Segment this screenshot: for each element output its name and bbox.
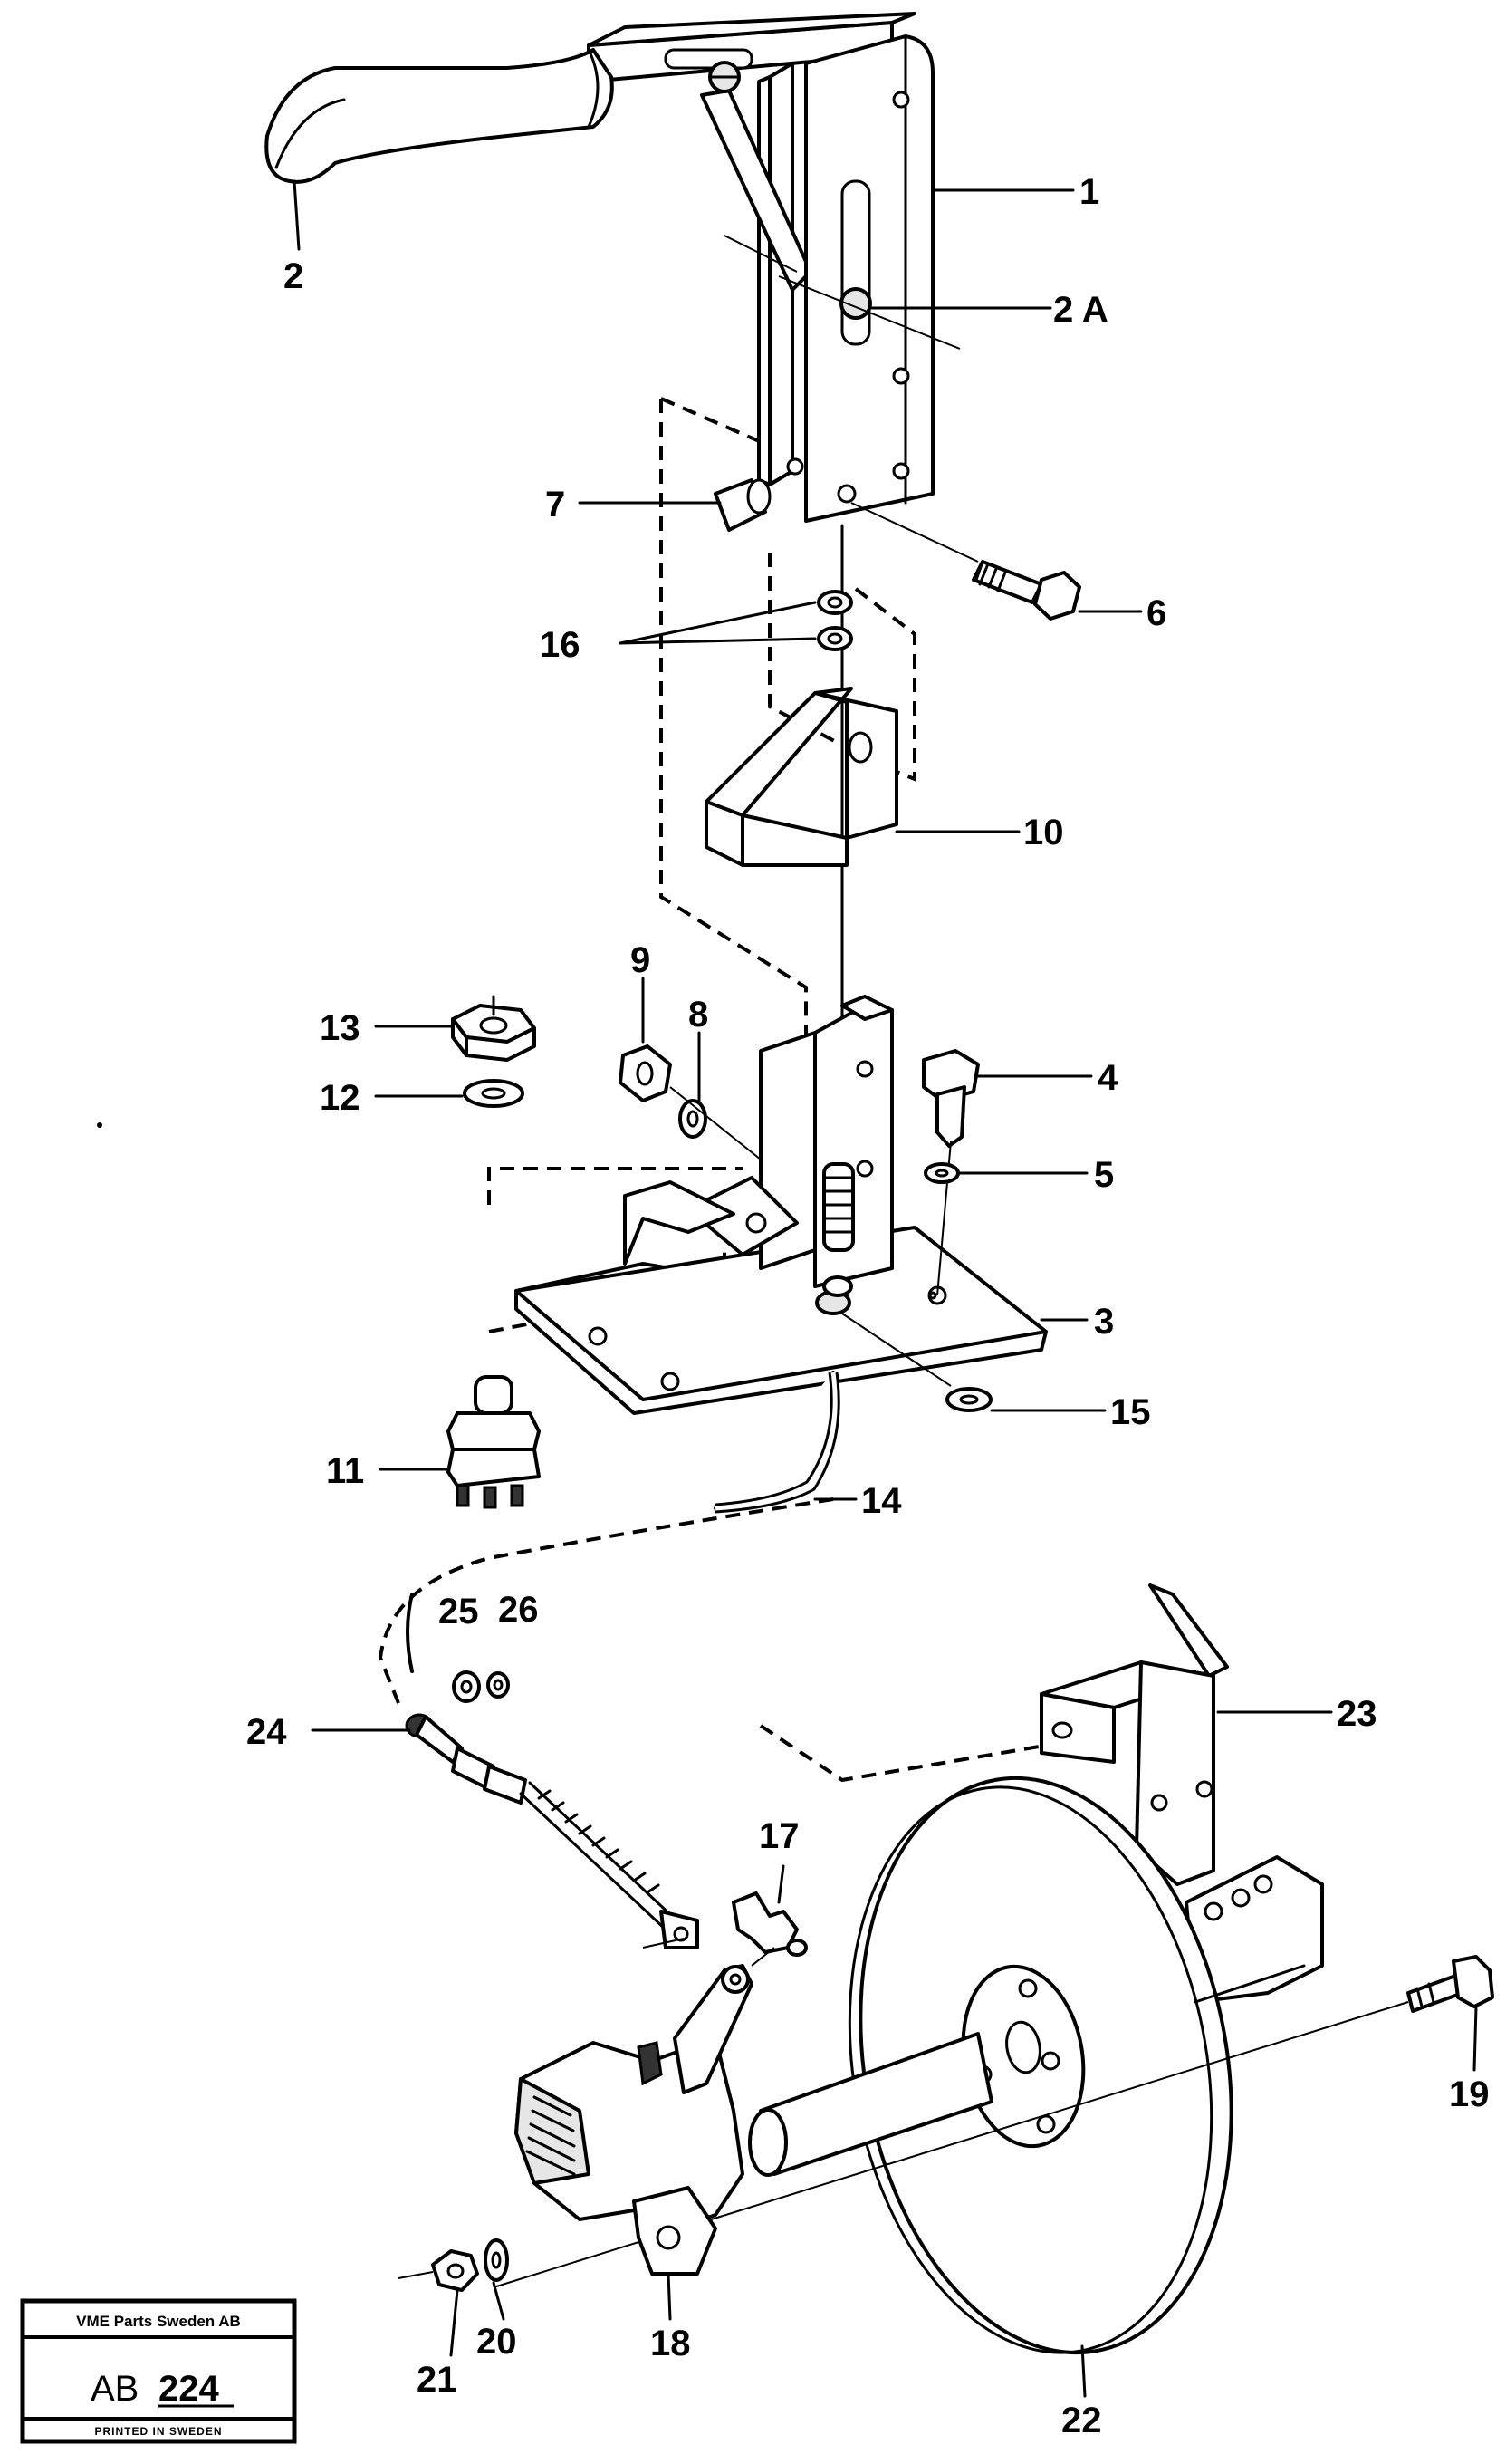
publisher-stamp: VME Parts Sweden AB AB 224 PRINTED IN SW… [20,2298,297,2444]
part-22-brake-disc [748,1776,1324,2355]
part-20-washer [398,2238,509,2282]
part-6-bolt [850,502,1081,621]
part-25-nut [452,1670,481,1703]
part-12-washer [463,1079,524,1108]
label-23: 23 [1337,1694,1377,1734]
label-1: 1 [1079,172,1099,212]
part-5-washer [924,1162,960,1184]
leader-lines [293,179,1478,2398]
part-16-nuts [817,590,853,651]
label-6: 6 [1146,593,1166,633]
label-26: 26 [498,1590,539,1630]
label-20: 20 [476,2322,517,2362]
part-7-spacer [714,478,772,532]
part-9-nut [619,1044,672,1102]
axis-construction-line [724,235,798,273]
label-24: 24 [246,1712,287,1752]
part-15-spring-washer [945,1387,993,1412]
label-21: 21 [417,2360,457,2400]
label-15: 15 [1110,1392,1151,1432]
label-10: 10 [1023,813,1064,852]
label-16: 16 [540,625,580,665]
label-7: 7 [545,485,565,525]
part-labels: 1 2 2 A 7 6 16 10 9 8 13 12 4 5 3 15 11 … [246,172,1490,2440]
part-26-nut [486,1671,510,1699]
part-2-handle-grip [264,48,614,184]
label-4: 4 [1098,1058,1118,1098]
label-9: 9 [630,940,650,980]
label-5: 5 [1094,1155,1114,1195]
label-25: 25 [438,1592,479,1631]
cable-threaded-end [822,1162,855,1297]
label-11: 11 [326,1451,364,1491]
part-1-lever-bracket [587,12,961,523]
part-11-switch [446,1375,541,1509]
top-arm-bolt [708,61,741,93]
label-19: 19 [1449,2074,1490,2114]
label-2a: 2 A [1053,290,1108,330]
part-3-mounting-plate [514,995,1048,1415]
label-17: 17 [759,1816,800,1856]
label-22: 22 [1061,2401,1102,2440]
part-13-nut [451,995,536,1062]
part-8-washer [669,1086,762,1160]
stamp-company: VME Parts Sweden AB [76,2313,241,2330]
part-23-cable-bracket [1040,1583,1229,1886]
label-13: 13 [320,1008,360,1048]
stamp-code-prefix: AB [91,2369,139,2409]
part-21-nut [431,2249,479,2292]
part-10-guide-bracket [705,687,898,867]
part-4-bolt [922,1049,980,1296]
stamp-code-number: 224 [158,2369,219,2409]
part-18-caliper [514,1964,753,2276]
part-14-cable [406,1371,840,1673]
stray-dot [97,1122,102,1128]
part-24-cable-end [405,1713,699,1949]
label-3: 3 [1094,1302,1114,1342]
label-2: 2 [283,256,303,296]
part-17-clip [732,1891,808,1967]
stamp-footer: PRINTED IN SWEDEN [94,2425,222,2438]
label-8: 8 [688,995,708,1035]
label-12: 12 [320,1078,360,1118]
label-14: 14 [861,1481,902,1521]
label-18: 18 [650,2324,691,2363]
